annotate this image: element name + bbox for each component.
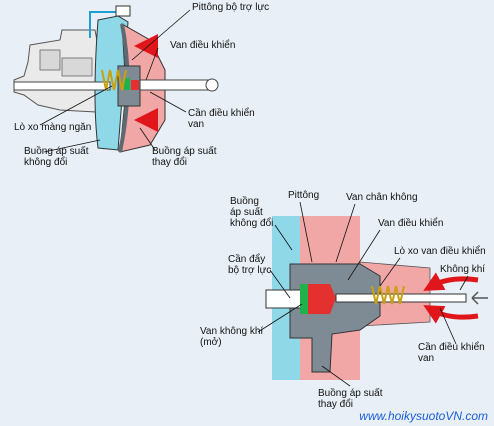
label-bottom-control-valve: Van điều khiển bbox=[378, 218, 444, 229]
label-booster-piston: Pittông bộ trợ lực bbox=[192, 2, 270, 13]
top-rod-clevis bbox=[205, 78, 219, 92]
label-push-rod-2: bộ trợ lực bbox=[228, 265, 272, 276]
label-air-valve-2: (mở) bbox=[200, 337, 222, 348]
bottom-valve-red bbox=[308, 284, 336, 314]
top-valve-green bbox=[124, 78, 130, 90]
label-top-const-chamber-1: Buồng áp suất bbox=[24, 146, 89, 157]
label-top-var-chamber-1: Buồng áp suất bbox=[152, 146, 217, 157]
label-top-control-valve: Van điều khiển bbox=[170, 40, 236, 51]
label-bottom-var-chamber-2: thay đổi bbox=[318, 399, 354, 410]
label-push-rod-1: Cần đẩy bbox=[228, 254, 266, 265]
watermark: www.hoikysuotoVN.com bbox=[359, 409, 488, 423]
bottom-air-valve-green bbox=[300, 284, 308, 314]
label-bottom-const-chamber-1: Buồng bbox=[230, 196, 259, 207]
label-diaphragm-spring: Lò xo màng ngăn bbox=[14, 122, 92, 133]
top-diaphragm-spring bbox=[101, 69, 127, 91]
label-bottom-control-rod-1: Cần điều khiển bbox=[418, 342, 485, 353]
top-constant-chamber bbox=[94, 15, 129, 151]
label-air-valve-1: Van không khí bbox=[200, 326, 264, 337]
bottom-valve-spring bbox=[371, 285, 405, 305]
label-top-const-chamber-2: không đổi bbox=[24, 157, 68, 168]
top-control-rod bbox=[131, 79, 213, 91]
top-leader-lines bbox=[39, 9, 191, 153]
intake-arrow bbox=[471, 291, 488, 305]
label-piston: Pittông bbox=[288, 190, 320, 201]
label-bottom-var-chamber-1: Buồng áp suất bbox=[318, 388, 383, 399]
label-bottom-const-chamber-3: không đổi bbox=[230, 218, 274, 229]
vacuum-hose bbox=[89, 11, 118, 38]
label-top-var-chamber-2: thay đổi bbox=[152, 157, 188, 168]
master-cylinder-rib bbox=[61, 57, 93, 77]
master-cylinder-rib bbox=[39, 49, 61, 71]
label-valve-spring: Lò xo van điều khiển bbox=[394, 246, 486, 257]
top-valve-red bbox=[131, 80, 139, 90]
label-bottom-const-chamber-2: áp suất bbox=[230, 207, 263, 218]
bottom-leader-lines bbox=[257, 201, 469, 387]
bottom-air-flow bbox=[423, 305, 479, 324]
label-bottom-control-rod-2: van bbox=[418, 353, 435, 364]
label-air: Không khí bbox=[440, 264, 486, 275]
bottom-air-flow bbox=[423, 272, 479, 291]
master-cylinder bbox=[13, 29, 107, 113]
label-top-control-rod-1: Cần điều khiển bbox=[188, 108, 255, 119]
label-top-control-rod-2: van bbox=[188, 119, 205, 130]
hose-fitting bbox=[115, 5, 131, 17]
top-booster-assembly bbox=[13, 5, 219, 153]
label-vacuum-valve: Van chân không bbox=[346, 192, 418, 203]
top-push-rod bbox=[13, 81, 111, 91]
